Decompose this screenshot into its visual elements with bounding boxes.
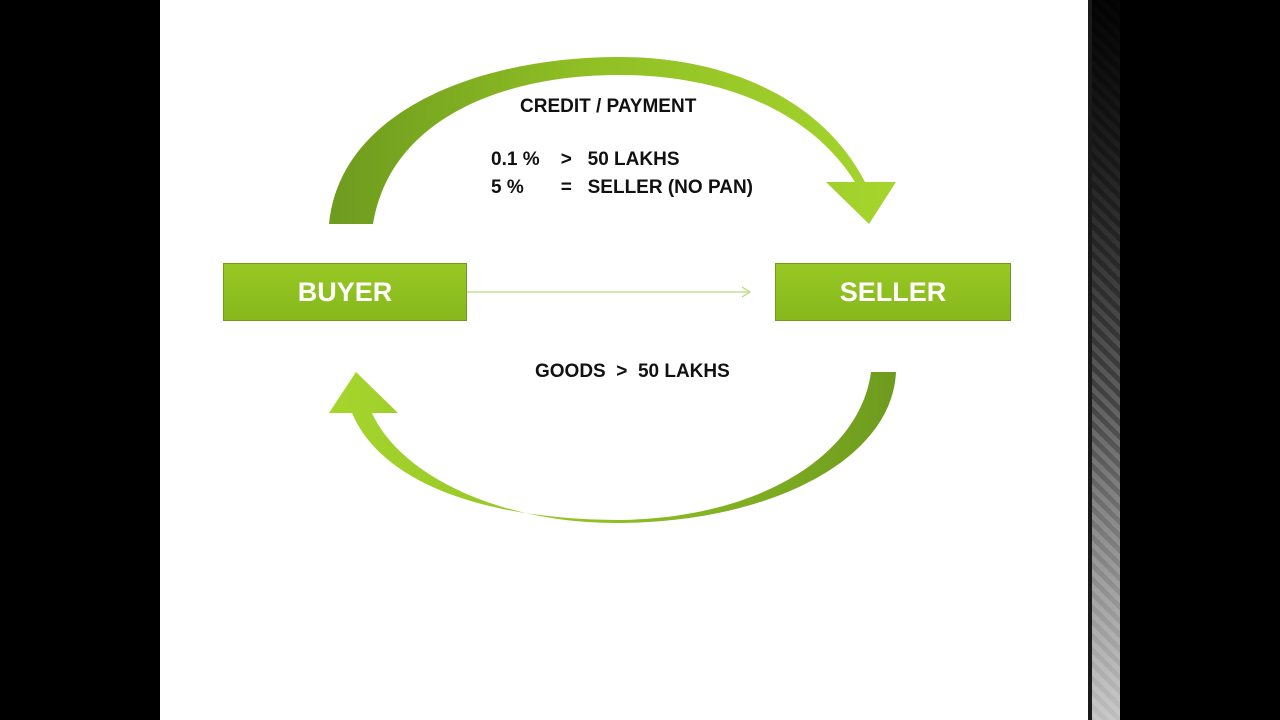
goods-label: GOODS > 50 LAKHS xyxy=(535,361,730,382)
buyer-box: BUYER xyxy=(223,263,467,321)
credit-payment-arrow xyxy=(329,56,896,225)
slide-frame-border xyxy=(1088,0,1120,720)
tds-rule-threshold: 0.1 % > 50 LAKHS xyxy=(491,149,680,170)
seller-label: SELLER xyxy=(839,276,947,307)
connector-arrowhead-icon xyxy=(741,286,752,298)
buyer-label: BUYER xyxy=(297,276,393,307)
seller-box: SELLER xyxy=(775,263,1011,321)
slide-canvas xyxy=(160,0,1088,720)
tds-rule-no-pan: 5 % = SELLER (NO PAN) xyxy=(491,177,753,198)
goods-arrow xyxy=(329,372,896,524)
credit-payment-title: CREDIT / PAYMENT xyxy=(520,96,697,117)
